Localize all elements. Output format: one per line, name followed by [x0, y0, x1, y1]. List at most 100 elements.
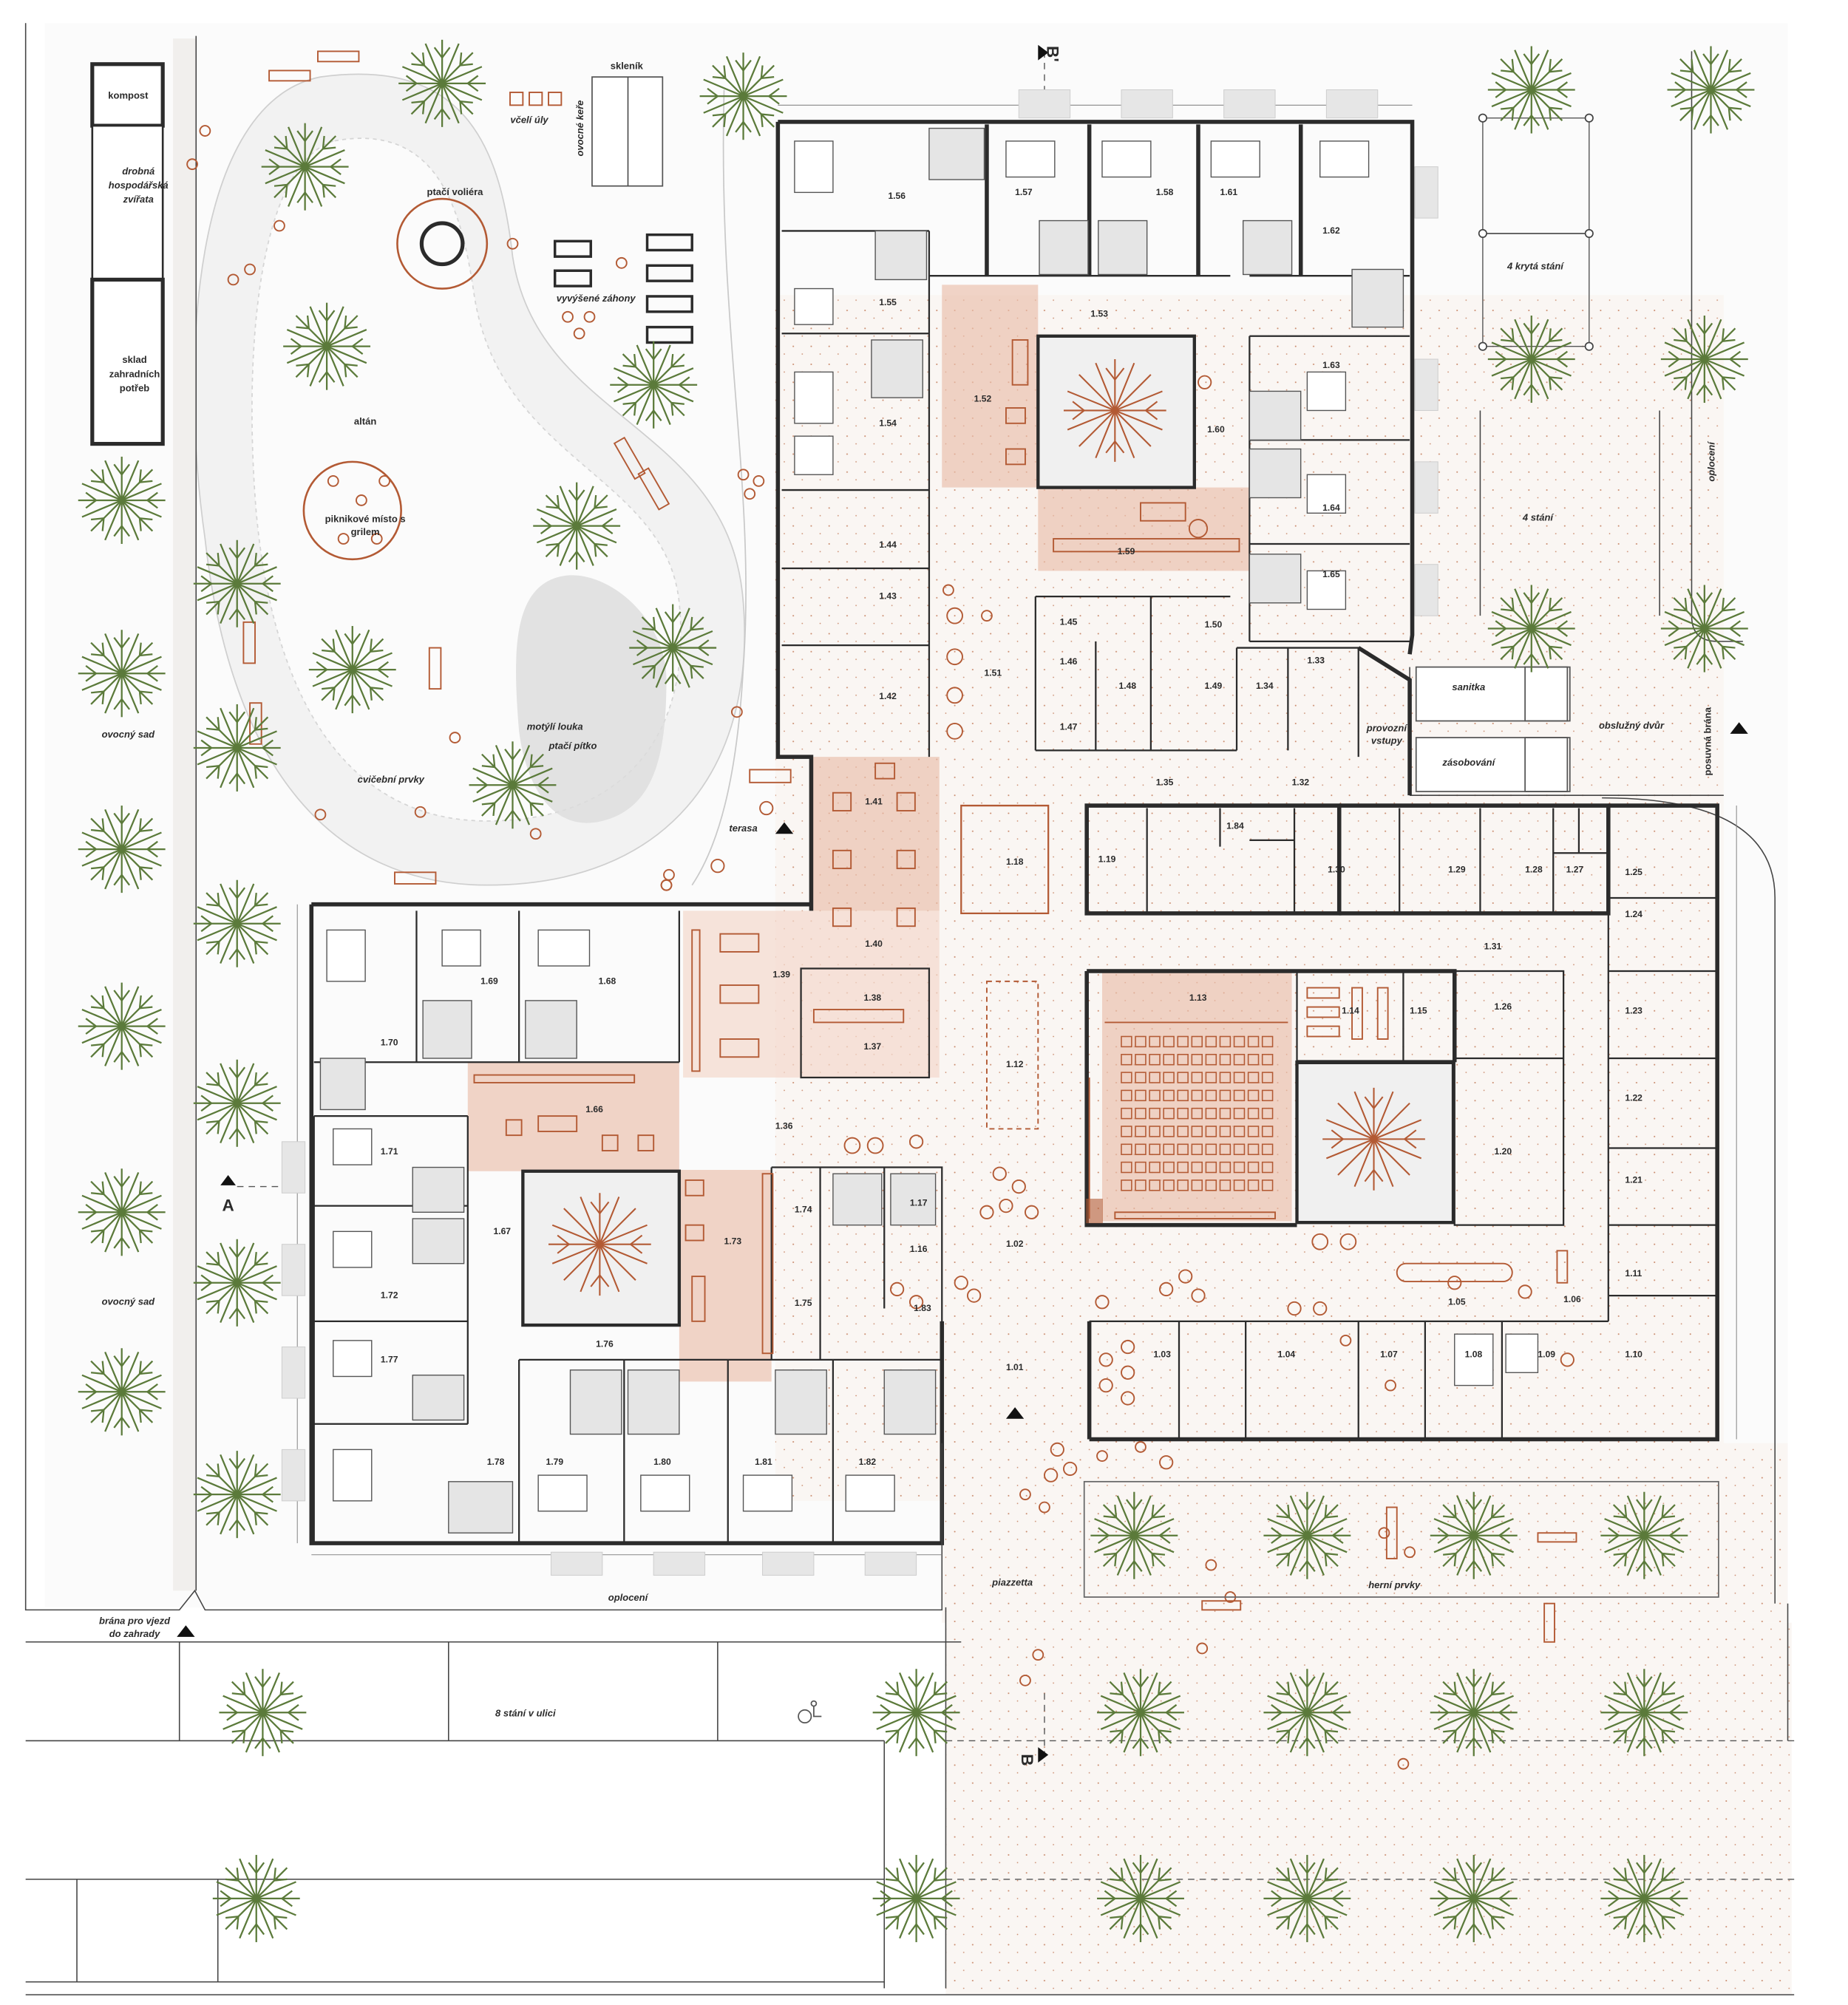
- room-number: 1.32: [1292, 777, 1310, 787]
- auditorium-seat: [1191, 1161, 1203, 1174]
- label-picnic-1: piknikové místo s: [325, 513, 406, 524]
- auditorium-seat: [1233, 1107, 1246, 1120]
- room-furniture: [319, 127, 1539, 1533]
- courtyard-tree-icon: [1062, 358, 1167, 463]
- auditorium-seat: [1177, 1161, 1189, 1174]
- auditorium-seat: [1135, 1126, 1146, 1137]
- label-orchard-1: ovocný sad: [102, 729, 156, 740]
- room-number: 1.53: [1090, 309, 1108, 319]
- auditorium-seat: [1149, 1126, 1161, 1137]
- room-number: 1.43: [879, 591, 897, 602]
- auditorium-seat: [1219, 1179, 1232, 1191]
- room-number: 1.77: [381, 1354, 398, 1364]
- dimension-lines: [296, 104, 1737, 1556]
- auditorium-seat: [1261, 1126, 1274, 1137]
- room-number: 1.17: [910, 1198, 928, 1208]
- label-service-entry-2: vstupy: [1371, 735, 1403, 746]
- label-bird-bath: ptačí pítko: [548, 741, 597, 752]
- auditorium-seat: [1163, 1161, 1175, 1174]
- auditorium-seat: [1247, 1072, 1260, 1083]
- auditorium-seat: [1233, 1089, 1246, 1102]
- auditorium-seat: [1205, 1072, 1217, 1083]
- auditorium-seat: [1121, 1161, 1132, 1174]
- piazzetta-ground: [942, 1443, 1788, 1623]
- auditorium-seat: [1219, 1072, 1232, 1083]
- auditorium-seat: [1121, 1035, 1132, 1048]
- auditorium-seat: [1205, 1161, 1217, 1174]
- section-labels: B' B A: [222, 46, 1061, 1766]
- auditorium-seat: [1135, 1143, 1146, 1155]
- auditorium-seat: [1261, 1107, 1274, 1120]
- label-garden-gate-2: do zahrady: [109, 1628, 160, 1639]
- room-number: 1.41: [865, 796, 883, 806]
- auditorium-seating: [1121, 1035, 1274, 1191]
- room-number: 1.75: [795, 1298, 812, 1308]
- planter-zone: [1083, 1480, 1719, 1598]
- auditorium-seat: [1261, 1054, 1274, 1066]
- auditorium-seat: [1205, 1126, 1217, 1137]
- auditorium-seat: [1177, 1035, 1189, 1048]
- auditorium-seat: [1121, 1089, 1132, 1102]
- room-number: 1.22: [1625, 1092, 1643, 1103]
- auditorium-seat: [1177, 1107, 1189, 1120]
- auditorium-seat: [1261, 1089, 1274, 1102]
- room-number: 1.58: [1156, 187, 1174, 197]
- auditorium-seat: [1135, 1161, 1146, 1174]
- auditorium-seat: [1191, 1126, 1203, 1137]
- street-ground: [945, 1622, 1792, 1995]
- room-number: 1.73: [724, 1236, 742, 1247]
- room-number: 1.42: [879, 691, 897, 701]
- auditorium-seat: [1149, 1179, 1161, 1191]
- auditorium-seat: [1219, 1089, 1232, 1102]
- room-number: 1.55: [879, 297, 897, 307]
- room-number: 1.66: [585, 1104, 603, 1114]
- room-number: 1.70: [381, 1038, 398, 1048]
- common-zones: [467, 285, 1292, 1382]
- auditorium-seat: [1219, 1035, 1232, 1048]
- auditorium-seat: [1247, 1143, 1260, 1155]
- room-number: 1.72: [381, 1290, 398, 1301]
- auditorium-seat: [1205, 1179, 1217, 1191]
- auditorium-seat: [1177, 1072, 1189, 1083]
- auditorium-seat: [1247, 1089, 1260, 1102]
- label-service-entry-1: provozní: [1366, 722, 1408, 733]
- room-number: 1.47: [1060, 722, 1078, 732]
- auditorium-seat: [1219, 1126, 1232, 1137]
- label-sliding-gate: posuvná brána: [1702, 707, 1713, 775]
- room-number: 1.52: [974, 393, 992, 404]
- label-picnic-2: grilem: [351, 526, 380, 537]
- room-number: 1.03: [1153, 1349, 1171, 1359]
- room-number: 1.26: [1494, 1001, 1512, 1012]
- room-number: 1.49: [1205, 681, 1223, 691]
- room-number: 1.29: [1448, 864, 1466, 874]
- auditorium-seat: [1177, 1143, 1189, 1155]
- room-numbers: 1.56 1.57 1.58 1.61 1.62 1.55 1.53 1.52 …: [381, 187, 1643, 1467]
- auditorium-seat: [1233, 1179, 1246, 1191]
- auditorium-seat: [1247, 1107, 1260, 1120]
- room-number: 1.14: [1342, 1005, 1359, 1015]
- site-labels: kompost drobná hospodářská zvířata sklad…: [99, 61, 1717, 1719]
- label-supply: zásobování: [1441, 757, 1495, 768]
- auditorium-seat: [1135, 1179, 1146, 1191]
- auditorium-seat: [1135, 1072, 1146, 1083]
- room-number: 1.68: [599, 976, 616, 986]
- auditorium-seat: [1177, 1089, 1189, 1102]
- auditorium-seat: [1163, 1035, 1175, 1048]
- room-number: 1.15: [1410, 1005, 1427, 1015]
- room-number: 1.69: [480, 976, 498, 986]
- room-number: 1.50: [1205, 619, 1223, 630]
- auditorium-seat: [1191, 1179, 1203, 1191]
- label-piazzetta: piazzetta: [991, 1576, 1033, 1587]
- courtyard-tree-icon: [1322, 1086, 1426, 1191]
- room-number: 1.23: [1625, 1005, 1643, 1015]
- auditorium-seat: [1233, 1143, 1246, 1155]
- room-number: 1.27: [1566, 864, 1584, 874]
- room-number: 1.56: [888, 191, 906, 201]
- garden-structures: [90, 50, 792, 891]
- auditorium-seat: [1191, 1107, 1203, 1120]
- room-number: 1.40: [865, 939, 883, 949]
- room-number: 1.11: [1625, 1268, 1642, 1279]
- room-number: 1.83: [914, 1303, 931, 1313]
- room-number: 1.74: [795, 1204, 812, 1214]
- section-label-b-bottom: B: [1018, 1754, 1036, 1766]
